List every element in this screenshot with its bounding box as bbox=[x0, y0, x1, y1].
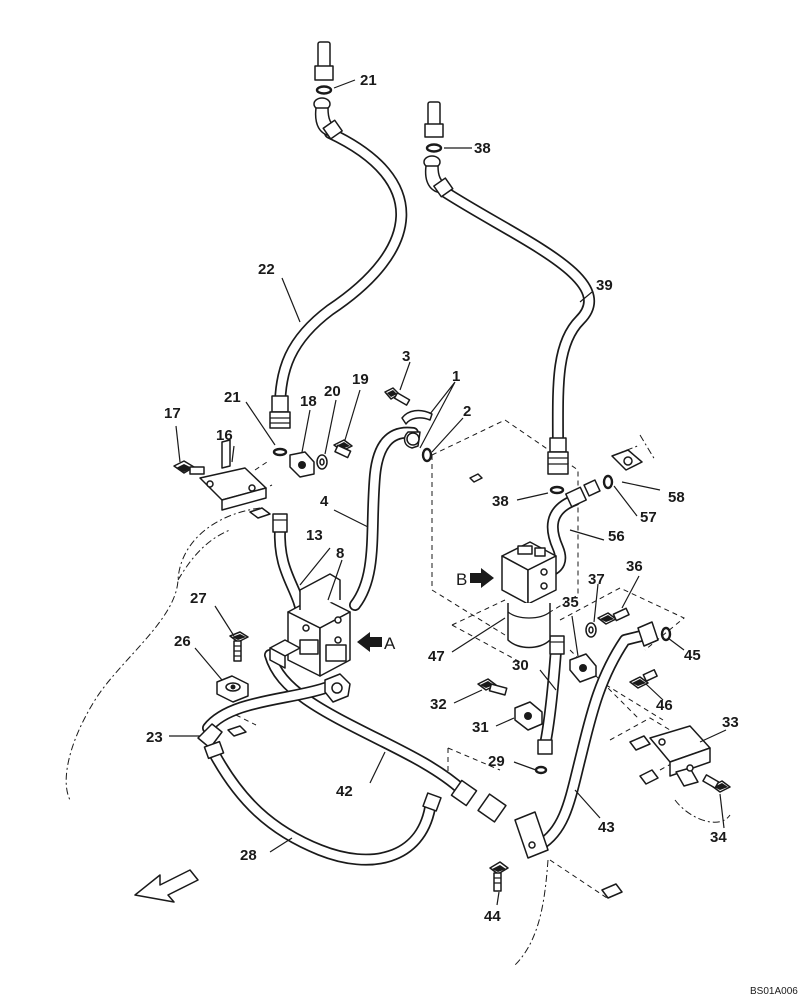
bolt-36 bbox=[597, 607, 630, 625]
label-39: 39 bbox=[596, 277, 613, 294]
label-16: 16 bbox=[216, 427, 233, 444]
label-22: 22 bbox=[258, 261, 275, 278]
label-36: 36 bbox=[626, 558, 643, 575]
leader-lines bbox=[169, 79, 727, 906]
label-18: 18 bbox=[300, 393, 317, 410]
label-33: 33 bbox=[722, 714, 739, 731]
fitting-58 bbox=[611, 449, 643, 471]
bolt-34 bbox=[702, 774, 731, 793]
label-28: 28 bbox=[240, 847, 257, 864]
clamp-35 bbox=[569, 653, 597, 683]
label-57: 57 bbox=[640, 509, 657, 526]
label-30: 30 bbox=[512, 657, 529, 674]
label-17: 17 bbox=[164, 405, 181, 422]
label-20: 20 bbox=[324, 383, 341, 400]
bolt-19 bbox=[333, 439, 353, 459]
washer-20 bbox=[316, 454, 328, 470]
label-29: 29 bbox=[488, 753, 505, 770]
label-3: 3 bbox=[402, 348, 410, 365]
hose-28 bbox=[209, 749, 436, 866]
bracket-44 bbox=[514, 811, 549, 859]
label-31: 31 bbox=[472, 719, 489, 736]
label-44: 44 bbox=[484, 908, 501, 925]
label-46: 46 bbox=[656, 697, 673, 714]
part-number-labels: 21 38 22 39 3 1 19 20 18 21 2 17 16 4 38… bbox=[146, 72, 739, 925]
drawing-code: BS01A006 bbox=[750, 986, 798, 997]
view-label-b: B bbox=[456, 570, 467, 589]
bracket-26 bbox=[216, 675, 249, 703]
label-47: 47 bbox=[428, 648, 445, 665]
label-58: 58 bbox=[668, 489, 685, 506]
bolt-46 bbox=[629, 668, 658, 689]
filter-47 bbox=[501, 541, 557, 649]
view-arrow-b bbox=[470, 568, 494, 588]
label-26: 26 bbox=[174, 633, 191, 650]
clamp-18 bbox=[289, 451, 315, 478]
bolt-44 bbox=[489, 861, 509, 892]
front-direction-arrow bbox=[134, 869, 199, 903]
bolt-17 bbox=[173, 460, 205, 475]
label-34: 34 bbox=[710, 829, 727, 846]
label-4: 4 bbox=[320, 493, 329, 510]
label-8: 8 bbox=[336, 545, 344, 562]
label-45: 45 bbox=[684, 647, 701, 664]
label-43: 43 bbox=[598, 819, 615, 836]
fitting-38-top bbox=[423, 101, 454, 198]
flange-43 bbox=[637, 621, 672, 647]
label-37: 37 bbox=[588, 571, 605, 588]
label-38-top: 38 bbox=[474, 140, 491, 157]
label-13: 13 bbox=[306, 527, 323, 544]
label-35: 35 bbox=[562, 594, 579, 611]
label-42: 42 bbox=[336, 783, 353, 800]
bracket-33 bbox=[649, 725, 711, 787]
view-label-a: A bbox=[384, 634, 396, 653]
clamp-1 bbox=[401, 409, 433, 463]
connector-marks bbox=[227, 473, 659, 899]
fitting-21-top bbox=[313, 41, 343, 140]
fitting-22-bottom bbox=[269, 395, 291, 457]
bracket-16 bbox=[199, 439, 267, 511]
clamp-31 bbox=[514, 701, 543, 731]
label-19: 19 bbox=[352, 371, 369, 388]
view-arrow-a bbox=[357, 632, 382, 652]
label-21-top: 21 bbox=[360, 72, 377, 89]
bolt-3 bbox=[384, 387, 411, 406]
label-23: 23 bbox=[146, 729, 163, 746]
fitting-13-top bbox=[272, 513, 288, 533]
bolt-27 bbox=[229, 631, 249, 662]
label-2: 2 bbox=[463, 403, 471, 420]
fitting-39-bottom bbox=[547, 437, 569, 495]
washer-37 bbox=[585, 622, 597, 638]
fitting-23 bbox=[197, 723, 225, 760]
fitting-30-top bbox=[549, 635, 565, 655]
bolt-32 bbox=[477, 678, 508, 696]
label-38-mid: 38 bbox=[492, 493, 509, 510]
label-21-mid: 21 bbox=[224, 389, 241, 406]
label-27: 27 bbox=[190, 590, 207, 607]
valve-8 bbox=[269, 573, 351, 703]
label-1: 1 bbox=[452, 368, 460, 385]
fitting-56-top bbox=[565, 474, 614, 508]
fitting-42-lower bbox=[422, 779, 507, 823]
label-56: 56 bbox=[608, 528, 625, 545]
label-32: 32 bbox=[430, 696, 447, 713]
fitting-30-bottom bbox=[534, 739, 553, 775]
